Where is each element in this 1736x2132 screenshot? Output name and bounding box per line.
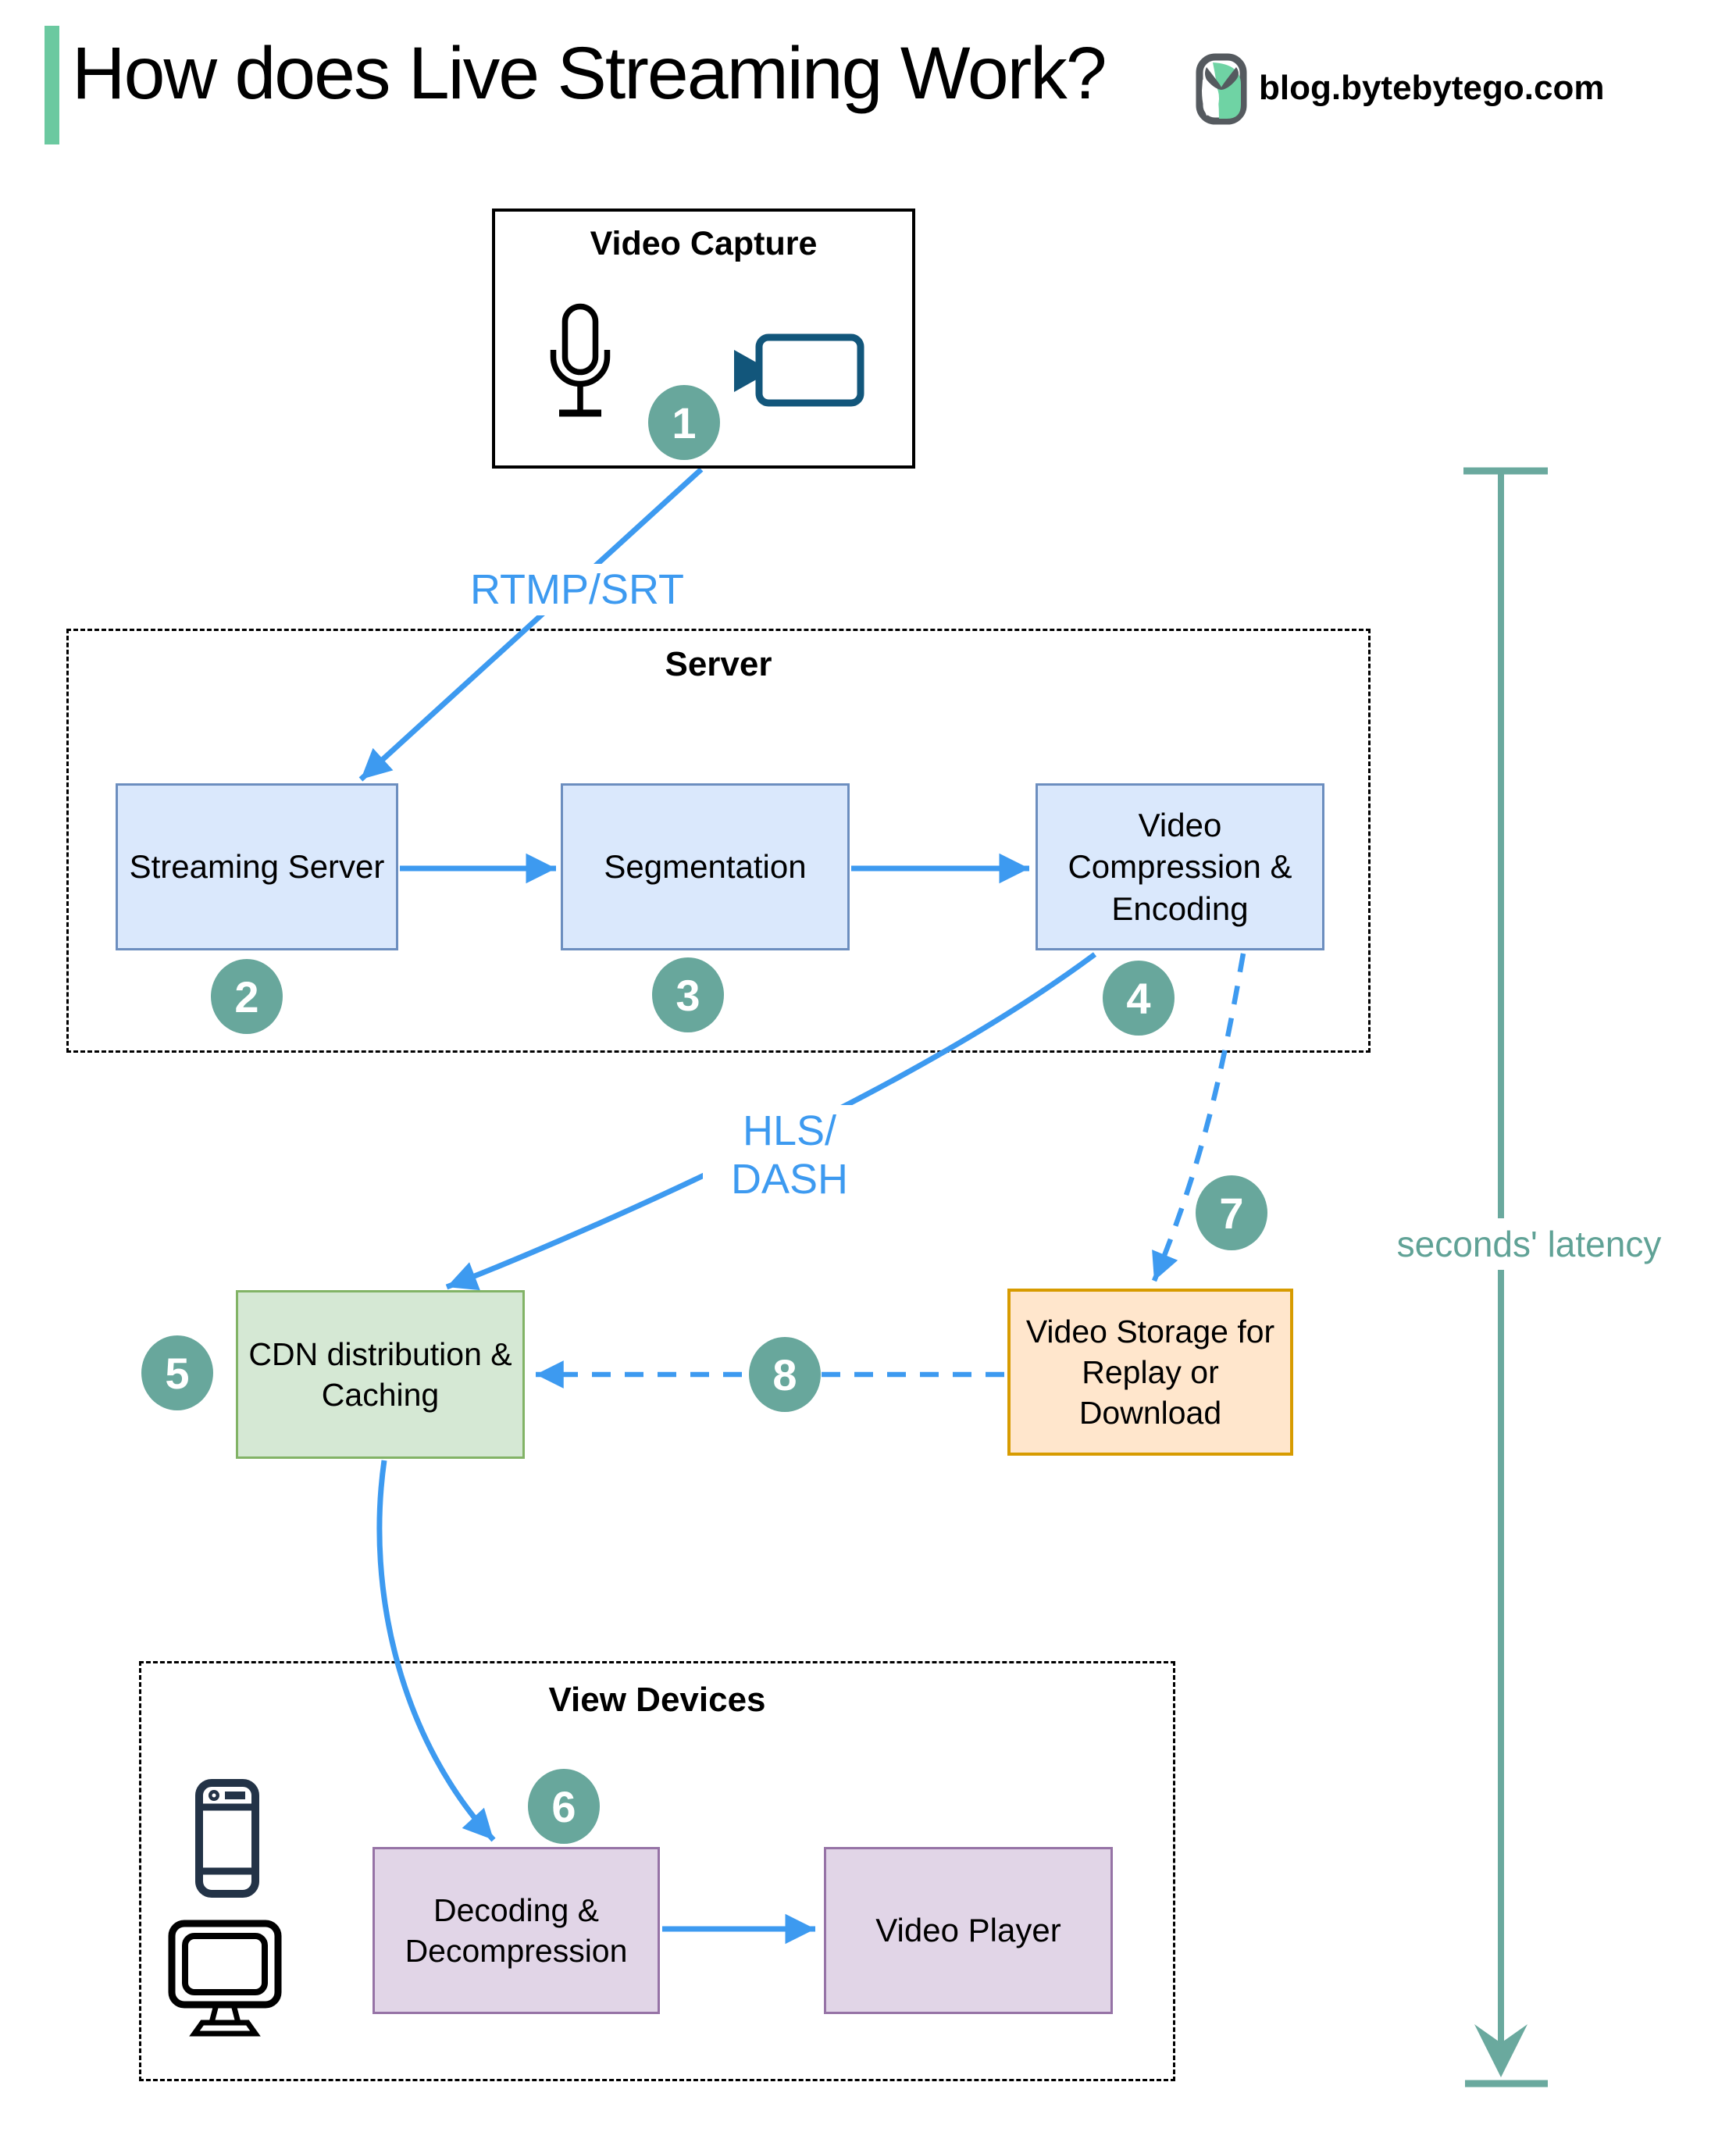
step-circle-4: 4 xyxy=(1103,961,1175,1036)
latency-measure-line xyxy=(1463,467,1548,2087)
streaming-server-box: Streaming Server xyxy=(116,783,398,950)
step-circle-2: 2 xyxy=(211,959,283,1034)
view-devices-zone-title: View Devices xyxy=(548,1681,766,1719)
site-label: blog.bytebytego.com xyxy=(1259,69,1605,107)
segmentation-box: Segmentation xyxy=(561,783,850,950)
video-compression-box: Video Compression & Encoding xyxy=(1036,783,1324,950)
bytebytego-logo-icon xyxy=(1196,53,1247,125)
smartphone-icon xyxy=(195,1779,259,1898)
video-player-box: Video Player xyxy=(824,1847,1113,2014)
step-circle-6: 6 xyxy=(528,1769,600,1844)
latency-label: seconds' latency xyxy=(1384,1218,1674,1270)
hls-dash-label: HLS/ DASH xyxy=(703,1105,876,1206)
latency-arrowhead xyxy=(1474,2024,1527,2077)
step-circle-7: 7 xyxy=(1196,1175,1267,1250)
step-circle-8: 8 xyxy=(749,1337,821,1412)
title-accent-bar xyxy=(45,26,59,144)
step-circle-5: 5 xyxy=(141,1335,213,1410)
hls-label-line1: HLS/ xyxy=(742,1107,837,1154)
server-zone-title: Server xyxy=(665,645,772,683)
hls-label-line2: DASH xyxy=(730,1156,849,1203)
microphone-icon xyxy=(545,303,615,434)
video-capture-title: Video Capture xyxy=(590,225,818,262)
page-title: How does Live Streaming Work? xyxy=(72,32,1107,115)
cdn-box: CDN distribution & Caching xyxy=(236,1290,525,1459)
view-devices-zone xyxy=(139,1661,1175,2081)
monitor-icon xyxy=(168,1920,282,2037)
step-circle-3: 3 xyxy=(652,957,724,1032)
bytebytego-logo xyxy=(1196,53,1247,125)
video-storage-box: Video Storage for Replay or Download xyxy=(1007,1289,1293,1456)
rtmp-srt-label: RTMP/SRT xyxy=(465,564,690,616)
video-camera-icon xyxy=(731,331,865,408)
decoding-box: Decoding & Decompression xyxy=(373,1847,660,2014)
step-circle-1: 1 xyxy=(648,385,720,460)
